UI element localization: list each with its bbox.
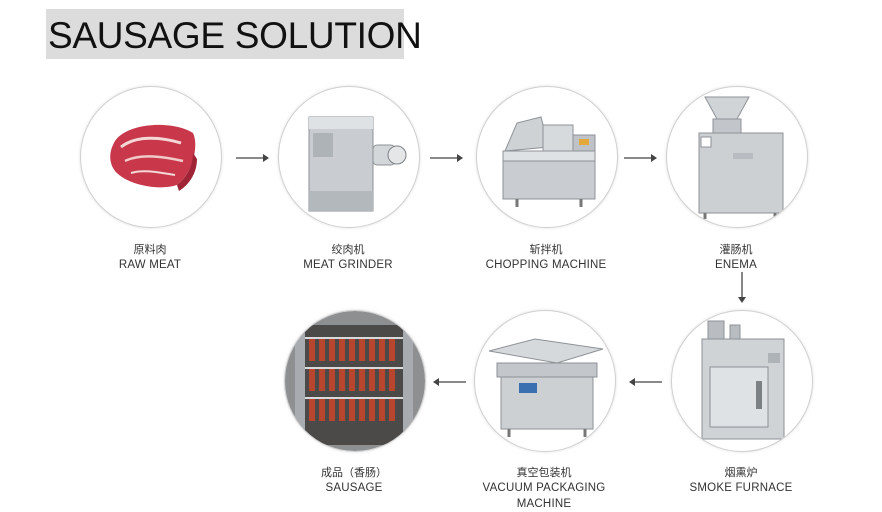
- step-en-label: SMOKE FURNACE: [651, 480, 831, 496]
- step-cn-label: 原料肉: [60, 243, 240, 257]
- step-enema: [666, 86, 808, 228]
- step-label-meat-grinder: 绞肉机 MEAT GRINDER: [258, 243, 438, 273]
- arrow-right-icon: [236, 152, 270, 164]
- step-label-vacuum-packaging-machine: 真空包装机 VACUUM PACKAGING MACHINE: [454, 466, 634, 512]
- step-vacuum-packaging-machine: [474, 310, 616, 452]
- meat-grinder-icon: [279, 87, 419, 227]
- arrow-left-icon: [628, 376, 662, 388]
- step-chopping-machine: [476, 86, 618, 228]
- step-label-smoke-furnace: 烟熏炉 SMOKE FURNACE: [651, 466, 831, 496]
- step-cn-label: 灌肠机: [646, 243, 826, 257]
- title-banner: SAUSAGE SOLUTION: [46, 9, 404, 59]
- step-meat-grinder: [278, 86, 420, 228]
- step-raw-meat: [80, 86, 222, 228]
- step-en-label: MEAT GRINDER: [258, 257, 438, 273]
- step-label-enema: 灌肠机 ENEMA: [646, 243, 826, 273]
- enema-machine-icon: [667, 87, 807, 227]
- step-smoke-furnace: [671, 310, 813, 452]
- step-en-label: CHOPPING MACHINE: [456, 257, 636, 273]
- page-title: SAUSAGE SOLUTION: [46, 15, 406, 57]
- arrow-left-icon: [432, 376, 466, 388]
- arrow-right-icon: [430, 152, 464, 164]
- arrow-down-icon: [736, 272, 748, 304]
- step-cn-label: 绞肉机: [258, 243, 438, 257]
- step-label-sausage: 成品（香肠） SAUSAGE: [264, 466, 444, 496]
- step-cn-label: 斩拌机: [456, 243, 636, 257]
- chopping-machine-icon: [477, 87, 617, 227]
- step-cn-label: 成品（香肠）: [264, 466, 444, 480]
- step-en-label: RAW MEAT: [60, 257, 240, 273]
- step-cn-label: 真空包装机: [454, 466, 634, 480]
- smoke-furnace-icon: [672, 311, 812, 451]
- sausage-icon: [285, 311, 425, 451]
- raw-meat-icon: [81, 87, 221, 227]
- vacuum-packaging-machine-icon: [475, 311, 615, 451]
- step-label-chopping-machine: 斩拌机 CHOPPING MACHINE: [456, 243, 636, 273]
- step-en-label: VACUUM PACKAGING MACHINE: [454, 480, 634, 512]
- step-sausage: [284, 310, 426, 452]
- step-en-label: SAUSAGE: [264, 480, 444, 496]
- step-cn-label: 烟熏炉: [651, 466, 831, 480]
- step-label-raw-meat: 原料肉 RAW MEAT: [60, 243, 240, 273]
- arrow-right-icon: [624, 152, 658, 164]
- step-en-label: ENEMA: [646, 257, 826, 273]
